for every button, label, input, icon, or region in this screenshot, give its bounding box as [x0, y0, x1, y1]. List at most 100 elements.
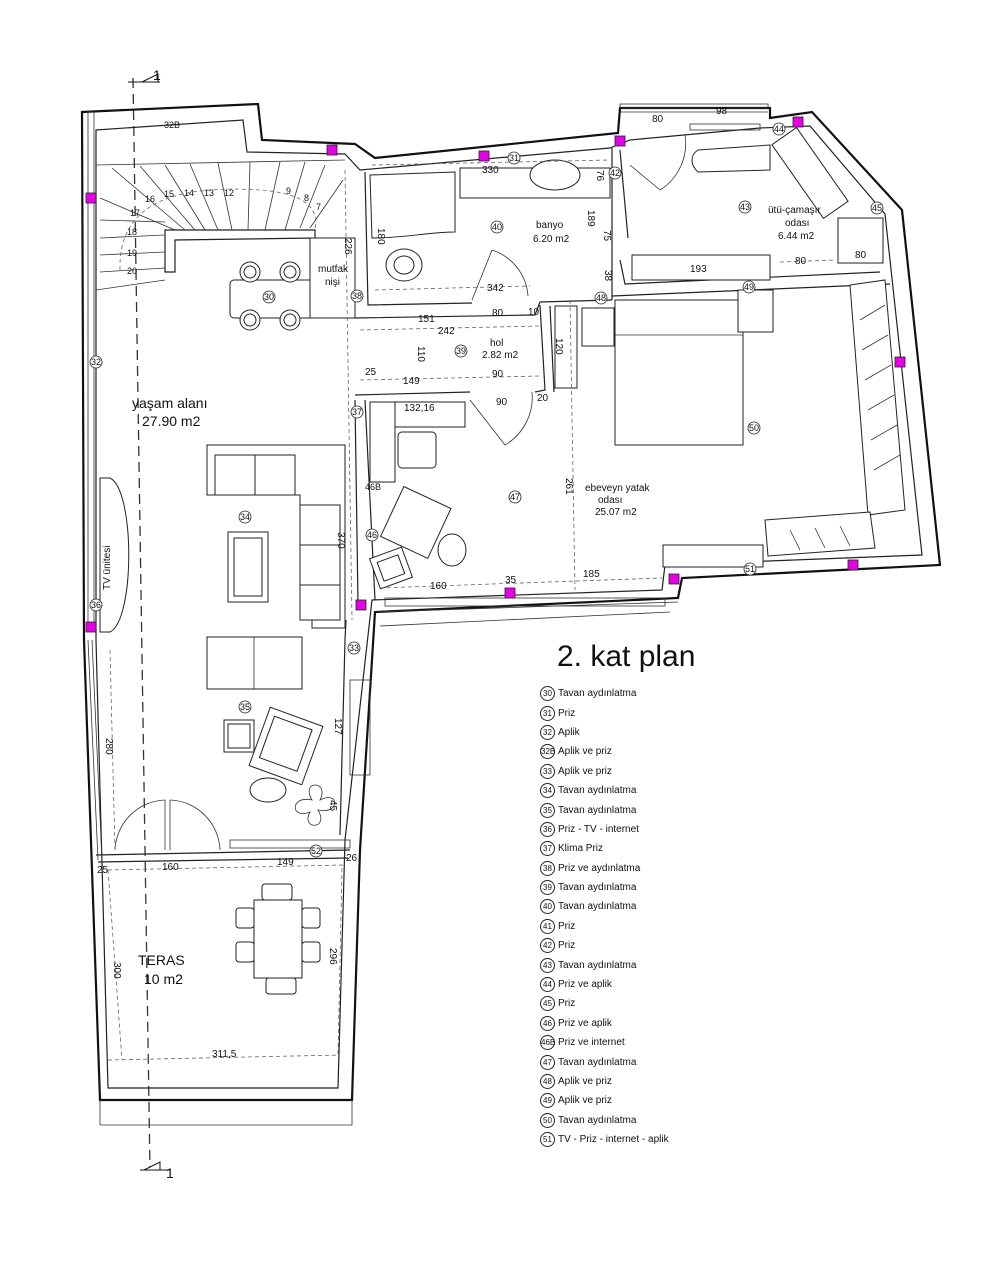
dimension-label: 185: [583, 569, 600, 580]
dimension-label: 52: [311, 846, 321, 856]
dimension-label: 75: [601, 230, 612, 242]
room-hall-area: 2.82 m2: [482, 350, 519, 361]
legend-text: Priz: [558, 707, 576, 719]
legend-text: Tavan aydınlatma: [558, 804, 637, 816]
dimension-label: 76: [594, 170, 605, 182]
legend-number: 46: [540, 1015, 555, 1031]
legend-number: 36: [540, 821, 555, 837]
legend-text: Priz ve internet: [558, 1037, 625, 1049]
stair-number: 9: [286, 186, 291, 196]
bath-fixtures: [369, 159, 611, 301]
tv-cabinet: [662, 544, 764, 568]
room-bath-name: banyo: [536, 220, 564, 231]
dimension-label: 180: [375, 228, 386, 245]
room-living-area: 27.90 m2: [142, 413, 201, 429]
legend-number: 48: [540, 1074, 555, 1089]
plan-title: 2. kat plan: [557, 640, 696, 673]
room-terrace-area: 10 m2: [144, 971, 183, 987]
legend-number: 42: [540, 938, 555, 954]
legend-text: Aplik ve priz: [558, 1076, 612, 1087]
dimension-label: 44: [774, 124, 784, 134]
dimension-label: 20: [537, 393, 549, 404]
desk-and-chairs: [368, 401, 467, 590]
room-laundry-name: ütü-çamaşır: [768, 205, 821, 216]
room-terrace-name: TERAS: [138, 952, 185, 968]
corner-sofa: [206, 444, 346, 629]
dimension-label: 25: [365, 367, 377, 378]
legend-number: 45: [540, 996, 555, 1012]
dimension-label: 42: [610, 168, 620, 178]
legend-number: 34: [540, 783, 555, 799]
dimension-label: 193: [690, 264, 707, 275]
dimension-label: 30: [264, 292, 274, 302]
dimension-label: 261: [563, 478, 574, 495]
tv-unit: [99, 477, 130, 633]
dimension-label: 32: [91, 357, 101, 367]
room-master-area: 25.07 m2: [595, 507, 637, 518]
legend-text: Priz ve aplik: [558, 1017, 612, 1029]
dimension-label: 49: [744, 282, 754, 292]
dimension-label: 98: [716, 106, 728, 117]
staircase: 20 19 18 17 16 15 14 13 12 9 8 7: [95, 159, 346, 291]
dimension-label: 10: [528, 307, 540, 318]
legend-text: TV - Priz - internet - aplik: [558, 1134, 669, 1146]
legend-number: 49: [540, 1093, 555, 1109]
dimension-label: 33: [349, 643, 359, 653]
room-laundry-area: 6.44 m2: [778, 231, 815, 242]
legend-text: Tavan aydınlatma: [558, 1114, 637, 1126]
room-master-name: ebeveyn yatak: [585, 483, 650, 494]
dining-table: [229, 237, 356, 331]
section-marker-top: 1: [128, 67, 161, 83]
dimension-label: 342: [487, 283, 504, 294]
hall-cabinet: [554, 305, 578, 389]
dimension-label: 110: [415, 346, 426, 362]
stair-number: 20: [127, 266, 137, 276]
legend-number: 50: [540, 1112, 555, 1128]
dimension-label: 45: [872, 203, 882, 213]
stair-number: 16: [145, 194, 155, 204]
legend-number: 40: [540, 899, 555, 915]
section-marker-bottom: 1: [140, 1161, 174, 1181]
dimension-label: 26: [346, 853, 358, 864]
stair-number: 7: [316, 202, 321, 212]
legend-text: Tavan aydınlatma: [558, 688, 637, 700]
legend-text: Priz ve aplik: [558, 979, 612, 991]
dimension-label: 160: [430, 581, 447, 592]
room-bath-area: 6.20 m2: [533, 234, 570, 245]
legend-text: Aplik ve priz: [558, 765, 612, 777]
legend-number: 41: [540, 918, 555, 934]
dimension-label: 127: [332, 718, 343, 735]
dimension-label: 46B: [365, 482, 381, 492]
kitchen-name: mutfak: [318, 264, 349, 275]
dimension-label: 370: [335, 532, 346, 549]
legend-text: Priz ve aydınlatma: [558, 862, 641, 874]
legend-text: Tavan aydınlatma: [558, 901, 637, 913]
legend-text: Priz: [558, 920, 576, 932]
dimension-label: 120: [553, 338, 564, 355]
dimension-label: 39: [456, 346, 466, 356]
dimension-label: 37: [352, 407, 362, 417]
dimension-labels: 330 180 189 75 38 76 342 226 151 80 10 2…: [97, 106, 867, 1060]
stair-number: 13: [204, 188, 214, 198]
room-laundry-name-2: odası: [785, 218, 809, 229]
dimension-label: 80: [855, 250, 867, 261]
armchair-living: [223, 706, 324, 803]
dimension-label: 38: [352, 291, 362, 301]
dimension-label: 45: [327, 800, 338, 812]
dimension-label: 80: [795, 256, 807, 267]
dimension-label: 38: [602, 270, 613, 282]
terrace-door: [114, 799, 221, 851]
